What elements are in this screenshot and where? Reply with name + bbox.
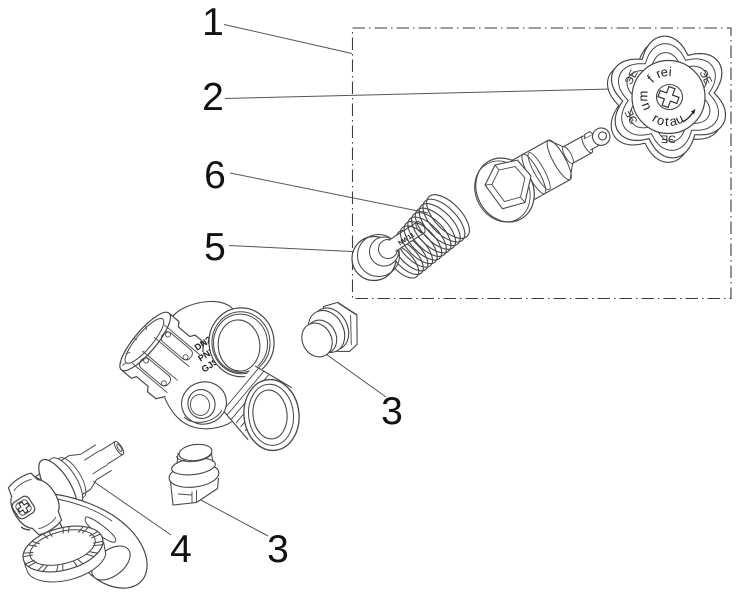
svg-text:o: o <box>655 112 667 129</box>
svg-text:m: m <box>635 90 650 101</box>
svg-text:t: t <box>665 114 670 129</box>
svg-text:3: 3 <box>267 528 289 571</box>
svg-text:5: 5 <box>204 226 226 269</box>
svg-text:i: i <box>668 64 672 79</box>
svg-text:1: 1 <box>202 1 224 44</box>
svg-text:ЭЕ: ЭЕ <box>661 133 676 145</box>
svg-text:2: 2 <box>202 76 224 119</box>
svg-text:4: 4 <box>170 528 192 571</box>
svg-text:e: e <box>659 64 669 80</box>
svg-text:r: r <box>654 66 664 82</box>
svg-text:6: 6 <box>204 154 226 197</box>
svg-text:3: 3 <box>381 390 403 433</box>
svg-text:a: a <box>668 113 679 129</box>
